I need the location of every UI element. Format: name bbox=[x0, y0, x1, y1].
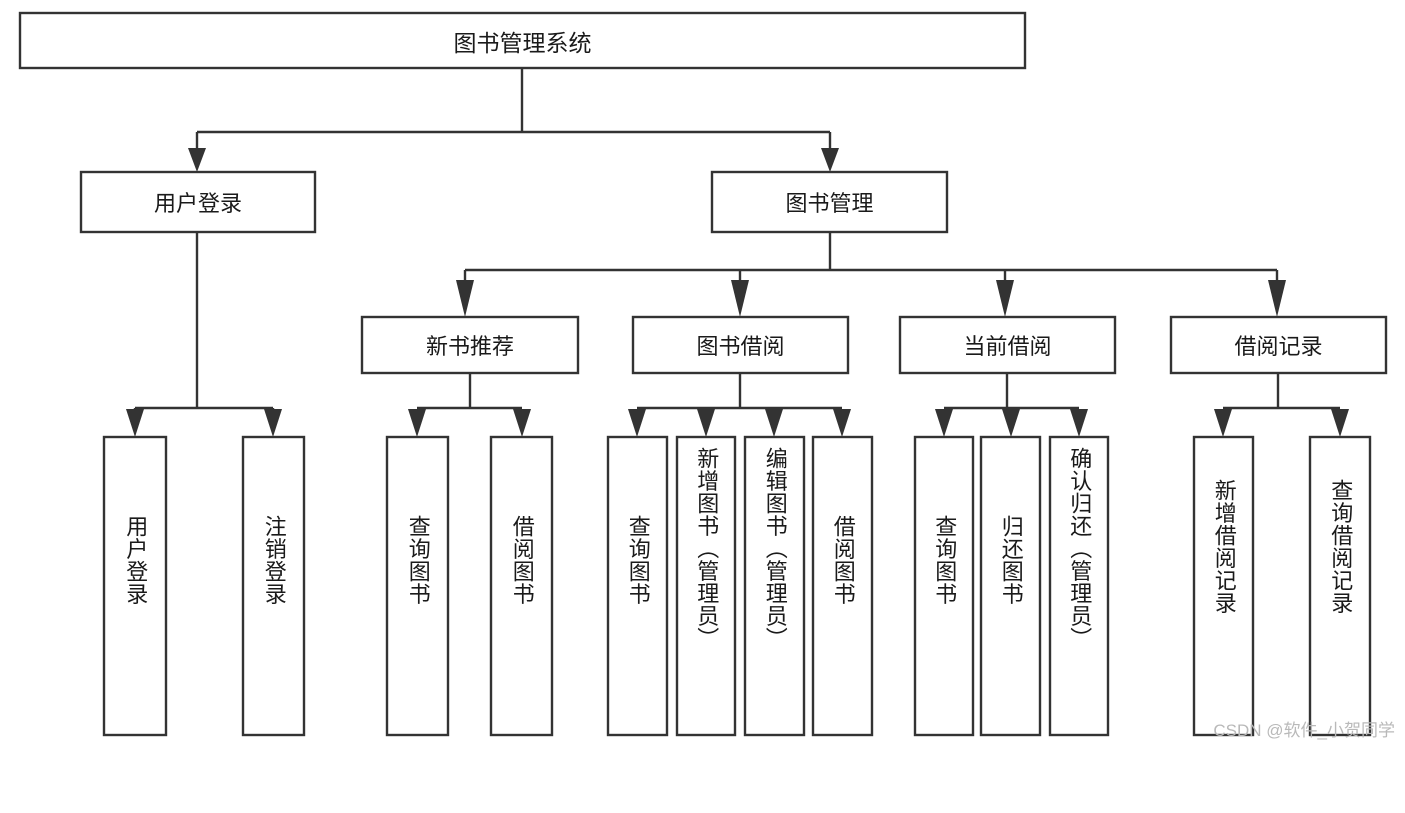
node-leaf-borrow-book-2[interactable] bbox=[811, 435, 874, 737]
node-book-management[interactable] bbox=[710, 170, 949, 234]
arrowhead-leaf-confirm-return-admin bbox=[1070, 409, 1088, 437]
node-leaf-user-login[interactable] bbox=[102, 435, 168, 737]
arrowhead-to-new-book-recommend bbox=[456, 280, 474, 317]
node-current-borrow[interactable] bbox=[898, 315, 1117, 375]
node-borrow-record[interactable] bbox=[1169, 315, 1388, 375]
arrowhead-leaf-borrow-book-2 bbox=[833, 409, 851, 437]
node-leaf-edit-book-admin[interactable] bbox=[743, 435, 806, 737]
arrowhead-leaf-edit-book-admin bbox=[765, 409, 783, 437]
node-leaf-add-book-admin[interactable] bbox=[675, 435, 737, 737]
node-leaf-query-borrow-record[interactable] bbox=[1308, 435, 1372, 737]
node-book-borrow[interactable] bbox=[631, 315, 850, 375]
node-leaf-query-book-1[interactable] bbox=[385, 435, 450, 737]
arrowhead-leaf-user-login bbox=[126, 409, 144, 437]
arrowhead-leaf-logout-login bbox=[264, 409, 282, 437]
arrowhead-leaf-query-borrow-record bbox=[1331, 409, 1349, 437]
arrowhead-to-book-borrow bbox=[731, 280, 749, 317]
arrowhead-leaf-add-book-admin bbox=[697, 409, 715, 437]
arrowhead-to-book-management bbox=[821, 148, 839, 172]
arrowhead-to-borrow-record bbox=[1268, 280, 1286, 317]
arrowhead-to-user-login bbox=[188, 148, 206, 172]
node-user-login[interactable] bbox=[79, 170, 317, 234]
arrowhead-leaf-add-borrow-record bbox=[1214, 409, 1232, 437]
arrowhead-to-current-borrow bbox=[996, 280, 1014, 317]
node-leaf-query-book-3[interactable] bbox=[913, 435, 975, 737]
arrowhead-leaf-return-book bbox=[1002, 409, 1020, 437]
arrowhead-leaf-query-book-3 bbox=[935, 409, 953, 437]
arrowhead-leaf-query-book-1 bbox=[408, 409, 426, 437]
node-leaf-add-borrow-record[interactable] bbox=[1192, 435, 1255, 737]
flowchart-svg bbox=[18, 11, 1388, 737]
node-new-book-recommend[interactable] bbox=[360, 315, 580, 375]
node-leaf-query-book-2[interactable] bbox=[606, 435, 669, 737]
arrowhead-leaf-query-book-2 bbox=[628, 409, 646, 437]
node-leaf-return-book[interactable] bbox=[979, 435, 1042, 737]
node-root-book-management-system[interactable] bbox=[18, 11, 1027, 70]
node-leaf-confirm-return-admin[interactable] bbox=[1048, 435, 1110, 737]
arrowhead-leaf-borrow-book-1 bbox=[513, 409, 531, 437]
node-leaf-logout-login[interactable] bbox=[241, 435, 306, 737]
node-leaf-borrow-book-1[interactable] bbox=[489, 435, 554, 737]
diagram-canvas-root: 图书管理系统 用户登录 图书管理 新书推荐 图书借阅 当前借阅 借阅记录 用户登… bbox=[18, 11, 1395, 740]
